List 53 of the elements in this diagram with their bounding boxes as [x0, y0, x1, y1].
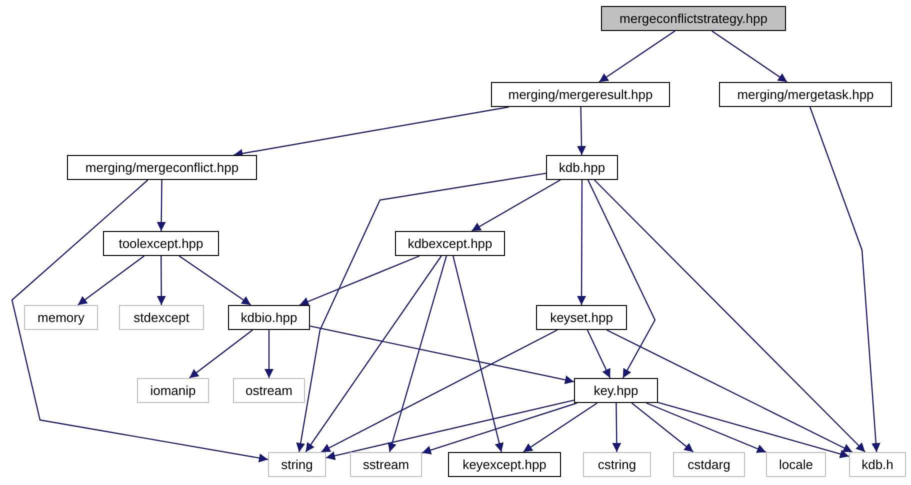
arrow: [296, 172, 546, 452]
arrow: [422, 402, 578, 454]
file-box: kdb.h: [849, 452, 906, 477]
arrow: [471, 179, 561, 232]
file-box: stdexcept: [119, 305, 204, 330]
arrow: [598, 30, 676, 82]
arrow: [156, 256, 166, 305]
arrow: [234, 106, 509, 158]
file-box: merging/mergeconflict.hpp: [67, 155, 257, 180]
file-box: kdbexcept.hpp: [395, 231, 505, 256]
arrow: [612, 403, 622, 452]
arrow: [189, 330, 253, 378]
arrow: [586, 330, 611, 378]
arrow: [320, 329, 558, 453]
arrow: [388, 256, 447, 452]
arrow: [631, 402, 694, 452]
file-box: string: [268, 452, 326, 477]
file-box: cstdarg: [673, 452, 745, 477]
arrow: [11, 180, 268, 462]
arrow: [78, 256, 144, 306]
arrow: [577, 106, 586, 156]
file-box: memory: [24, 305, 98, 330]
arrow: [577, 180, 586, 305]
arrow: [310, 326, 574, 384]
arrow: [299, 255, 420, 306]
arrow: [178, 256, 252, 306]
arrow: [646, 402, 766, 453]
arrow: [594, 180, 866, 452]
arrow: [326, 400, 574, 460]
file-box: toolexcept.hpp: [103, 231, 219, 256]
arrow: [156, 180, 166, 231]
file-box: keyset.hpp: [536, 305, 627, 330]
file-box: cstring: [583, 452, 651, 477]
arrow: [606, 329, 853, 453]
arrow: [522, 402, 598, 452]
file-box: locale: [766, 452, 826, 477]
file-box: keyexcept.hpp: [448, 452, 561, 477]
file-box: mergeconflictstrategy.hpp: [601, 6, 786, 31]
arrow: [305, 256, 442, 452]
arrow: [658, 402, 850, 458]
file-box: kdbio.hpp: [228, 305, 310, 330]
file-box: sstream: [350, 452, 422, 477]
arrow: [264, 330, 274, 378]
file-box: merging/mergeresult.hpp: [491, 82, 670, 107]
file-box: iomanip: [137, 378, 209, 403]
arrow: [712, 30, 788, 82]
arrow: [809, 106, 880, 452]
file-box: key.hpp: [574, 378, 658, 403]
file-box: ostream: [233, 378, 305, 403]
file-box: merging/mergetask.hpp: [719, 82, 892, 107]
file-box: kdb.hpp: [546, 155, 618, 180]
arrow: [587, 180, 656, 378]
arrow: [452, 256, 504, 452]
